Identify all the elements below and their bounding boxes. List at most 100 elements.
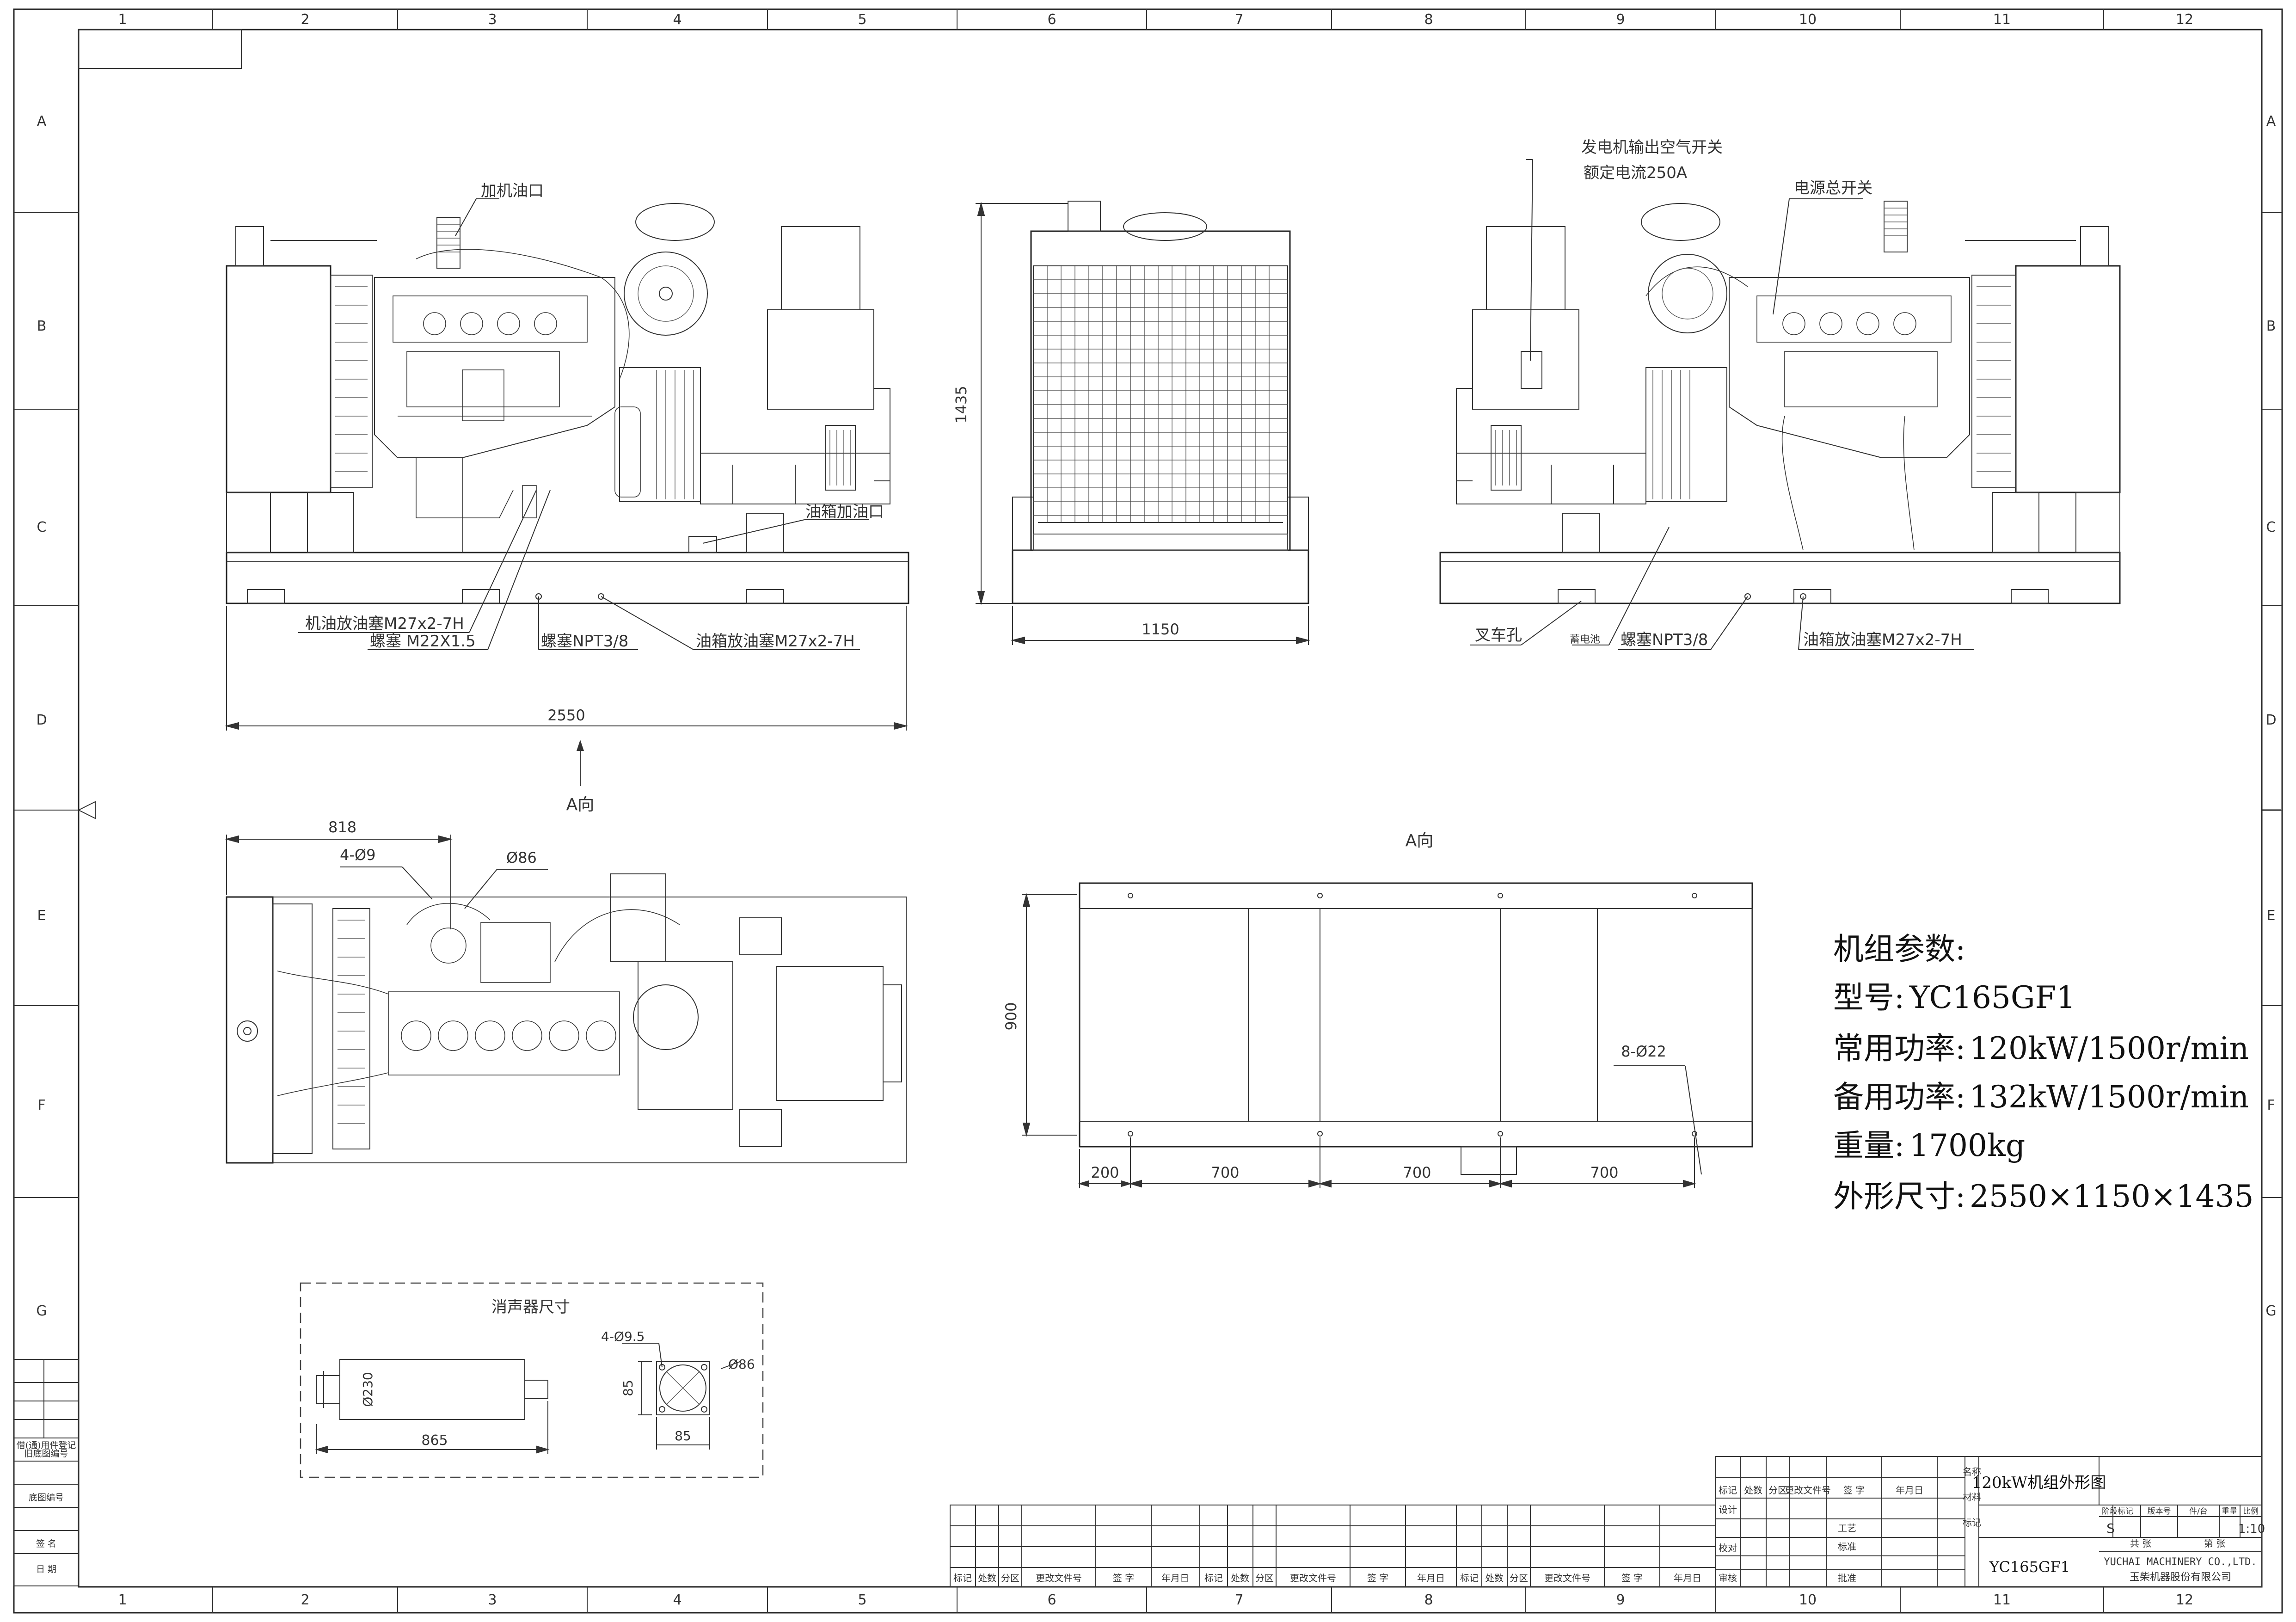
tb-row-label: 审核: [1719, 1573, 1737, 1584]
tb-col-label: 版本号: [2148, 1507, 2171, 1516]
dim-1150: [1011, 606, 1310, 645]
col-number: 4: [673, 12, 681, 28]
left-revision-strip: 借(通)用件登记 旧底图编号 底图编号 签 名 日 期: [13, 1359, 79, 1586]
tb-total-sheets: 共 张: [2130, 1538, 2151, 1549]
view-a-arrow-label: A向: [566, 795, 595, 814]
tb-col-label: 重量: [2222, 1507, 2237, 1516]
tb-header: 处数: [1485, 1573, 1504, 1584]
callout-tank-fill: 油箱加油口: [805, 503, 884, 521]
param-dims-label: 外形尺寸:: [1833, 1179, 1965, 1214]
callout-holes-4: 4-Ø9: [340, 846, 375, 864]
tb-header: 年月日: [1161, 1573, 1189, 1584]
tb-header: 分区: [1768, 1485, 1787, 1496]
radiator-grille: [1033, 266, 1288, 522]
params-heading: 机组参数:: [1833, 931, 1965, 967]
dim-900: [1022, 893, 1077, 1137]
row-letter: G: [36, 1303, 47, 1319]
col-number: 12: [2176, 1592, 2193, 1608]
param-weight-value: 1700kg: [1909, 1128, 2025, 1163]
dim-dia-230: Ø230: [360, 1372, 375, 1407]
col-number: 2: [301, 12, 309, 28]
param-model-label: 型号:: [1833, 980, 1904, 1015]
tb-header: 更改文件号: [1785, 1485, 1831, 1496]
tb-col-label: 材料: [1963, 1492, 1981, 1503]
base-view-title: A向: [1406, 831, 1434, 850]
tb-header: 标记: [1204, 1573, 1223, 1584]
callout-holes-8: 8-Ø22: [1621, 1043, 1666, 1060]
dim-label-700: 700: [1403, 1164, 1431, 1181]
tb-header: 签 字: [1367, 1573, 1388, 1584]
tb-company-en: YUCHAI MACHINERY CO.,LTD.: [2104, 1556, 2257, 1568]
tb-header: 处数: [1231, 1573, 1249, 1584]
tb-header: 标记: [1460, 1573, 1479, 1584]
tb-header: 处数: [1744, 1485, 1762, 1496]
row-letter: F: [37, 1097, 45, 1113]
callout-plug-npt: 螺塞NPT3/8: [1621, 631, 1708, 649]
tb-header: 分区: [1255, 1573, 1274, 1584]
col-number: 11: [1993, 1592, 2011, 1608]
param-model-value: YC165GF1: [1909, 980, 2075, 1015]
col-number: 1: [118, 1592, 127, 1608]
callout-forklift: 叉车孔: [1475, 626, 1522, 645]
row-letter: B: [37, 318, 47, 334]
col-number: 12: [2176, 12, 2193, 28]
tb-col-label: 件/台: [2189, 1507, 2208, 1516]
unit-parameters: 机组参数: 型号: YC165GF1 常用功率: 120kW/1500r/min…: [1833, 931, 2254, 1214]
callout-dia-86: Ø86: [506, 849, 537, 866]
col-number: 11: [1993, 12, 2011, 28]
base-bottom-dims: [1078, 1065, 1702, 1188]
tb-header: 分区: [1001, 1573, 1019, 1584]
tb-drawing-code: YC165GF1: [1989, 1558, 2070, 1576]
callout-plug-npt: 螺塞NPT3/8: [541, 632, 628, 651]
col-number: 4: [673, 1592, 681, 1608]
tb-header: 标记: [1719, 1485, 1737, 1496]
tb-header: 签 字: [1113, 1573, 1134, 1584]
tb-col-label: 名称: [1963, 1466, 1981, 1477]
row-letter: A: [37, 113, 47, 129]
dim-label-200: 200: [1091, 1164, 1119, 1181]
tb-header: 签 字: [1843, 1485, 1865, 1496]
dim-label-2550: 2550: [547, 707, 585, 724]
callout-tank-drain: 油箱放油塞M27x2-7H: [1803, 631, 1962, 649]
tb-header: 更改文件号: [1544, 1573, 1590, 1584]
callout-oil-fill: 加机油口: [481, 182, 544, 200]
row-letter: F: [2267, 1097, 2275, 1113]
dim-label-85: 85: [620, 1380, 636, 1396]
right-side-view: [1439, 201, 2121, 604]
row-letter: D: [36, 712, 47, 728]
callout-tank-drain: 油箱放油塞M27x2-7H: [696, 632, 855, 651]
param-standby-label: 备用功率:: [1833, 1079, 1965, 1115]
tb-header: 分区: [1510, 1573, 1528, 1584]
row-letter: E: [37, 908, 46, 924]
row-letter: A: [2266, 113, 2276, 129]
row-letter: E: [2267, 908, 2276, 924]
strip-cell: 底图编号: [29, 1493, 64, 1503]
tb-header: 更改文件号: [1036, 1573, 1082, 1584]
tb-stage-mark: S: [2106, 1521, 2115, 1536]
dim-label-1150: 1150: [1142, 621, 1179, 638]
col-number: 6: [1047, 12, 1056, 28]
plan-view-dims: 818 4-Ø9 Ø86: [225, 818, 548, 929]
param-prime-label: 常用功率:: [1833, 1031, 1965, 1066]
zone-dividers: [14, 9, 2282, 1613]
tb-header: 标记: [953, 1573, 972, 1584]
radiator-fins: [335, 286, 368, 472]
tb-header: 签 字: [1621, 1573, 1643, 1584]
drawing-frame: [13, 8, 2283, 1614]
plan-view: [226, 873, 907, 1164]
title-block: 标记 处数 分区 更改文件号 签 字 年月日 标记 处数 分区 更改文件号 签 …: [950, 1456, 2265, 1587]
param-dims-value: 2550×1150×1435: [1970, 1179, 2254, 1214]
tb-header: 更改文件号: [1290, 1573, 1336, 1584]
row-letter: C: [37, 519, 47, 535]
dim-label-700: 700: [1590, 1164, 1618, 1181]
callout-rated-current: 额定电流250A: [1584, 164, 1687, 182]
dim-label-900: 900: [1002, 1002, 1020, 1030]
param-weight-label: 重量:: [1833, 1128, 1904, 1163]
tb-col-label: 阶段标记: [2102, 1507, 2133, 1516]
callout-oil-drain: 机油放油塞M27x2-7H: [305, 614, 464, 633]
param-standby-value: 132kW/1500r/min: [1970, 1079, 2249, 1115]
tb-drawing-name: 120kW机组外形图: [1972, 1474, 2106, 1492]
muffler-title: 消声器尺寸: [491, 1298, 570, 1316]
tb-header: 年月日: [1417, 1573, 1445, 1584]
strip-cell: 日 期: [36, 1564, 56, 1574]
